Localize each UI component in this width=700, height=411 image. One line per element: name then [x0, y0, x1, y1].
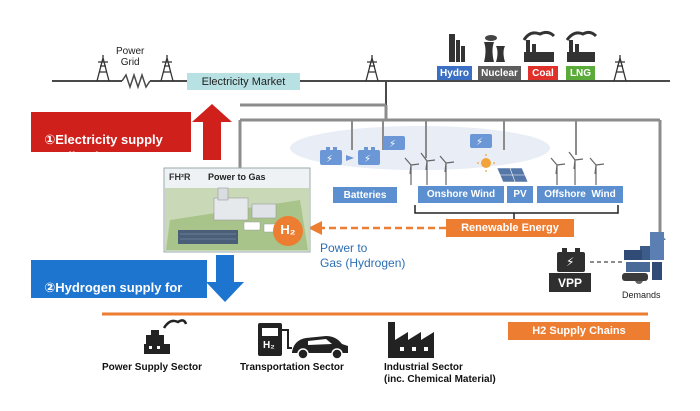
vpp-battery-icon: ⚡ — [557, 248, 585, 272]
battery-icon: ⚡ ⚡ — [320, 147, 380, 165]
offshore-wind-box: Offshore Wind — [537, 186, 623, 203]
transportation-sector-label: Transportation Sector — [240, 362, 344, 373]
hydrogen-supply-box: ②Hydrogen supply for Hydrogen demand — [31, 260, 207, 312]
lng-badge: LNG — [566, 66, 595, 80]
batteries-box: Batteries — [333, 187, 397, 203]
red-up-arrow — [192, 104, 232, 160]
industrial-sector-label: Industrial Sector (inc. Chemical Materia… — [384, 362, 496, 385]
solar-panel-icon — [496, 167, 529, 183]
tower-icon — [365, 55, 379, 82]
electricity-market-label: Electricity Market — [201, 75, 286, 88]
pv-box: PV — [507, 186, 533, 203]
tower-icon — [613, 55, 627, 82]
power-grid-label: Power Grid — [116, 46, 145, 68]
vpp-label: VPP — [557, 275, 582, 290]
power-grid-line — [52, 72, 670, 90]
power-to-gas-plant-image — [163, 167, 311, 253]
offshore-wind-label: Offshore Wind — [544, 189, 616, 200]
h2-badge — [273, 216, 303, 246]
sun-icon — [477, 154, 495, 172]
tower-icon — [96, 55, 110, 82]
tower-icon — [160, 55, 174, 82]
svg-text:⚡: ⚡ — [364, 154, 371, 165]
blue-down-arrow — [206, 255, 244, 302]
coal-plant-icon — [522, 30, 556, 62]
renewable-energy-label: Renewable Energy — [461, 222, 559, 234]
power-supply-sector-label: Power Supply Sector — [102, 362, 203, 373]
lng-plant-icon — [565, 30, 598, 62]
demands-icon — [622, 232, 666, 284]
power-to-gas-title: Power to Gas — [208, 172, 266, 182]
hydrogen-pump-icon — [258, 323, 292, 356]
wind-turbine-icon — [550, 151, 605, 185]
fuel-cell-car-icon — [292, 336, 348, 360]
car-h2-label: H₂ — [263, 340, 275, 351]
pv-label: PV — [513, 189, 527, 200]
onshore-wind-box: Onshore Wind — [418, 186, 504, 203]
coal-badge: Coal — [528, 66, 558, 80]
electricity-supply-box: ①Electricity supply as Adjusting Power — [31, 112, 191, 164]
nuclear-plant-icon — [484, 35, 505, 62]
electricity-market-box: Electricity Market — [187, 73, 300, 90]
electricity-supply-label: ①Electricity supply as Adjusting Power — [37, 132, 163, 164]
coal-label: Coal — [532, 67, 554, 79]
svg-text:⚡: ⚡ — [326, 154, 333, 165]
demands-label: Demands — [622, 290, 661, 300]
onshore-wind-label: Onshore Wind — [426, 189, 496, 200]
vpp-box: VPP — [549, 273, 591, 292]
nuclear-label: Nuclear — [481, 67, 518, 79]
h2-supply-chains-box: H2 Supply Chains — [508, 322, 650, 340]
hydro-plant-icon — [449, 34, 465, 62]
hydrogen-supply-label: ②Hydrogen supply for Hydrogen demand — [37, 280, 183, 312]
renewable-energy-box: Renewable Energy — [446, 219, 574, 237]
hydro-badge: Hydro — [437, 66, 472, 80]
power-supply-factory-icon — [144, 319, 188, 354]
renewable-to-h2-arrow — [308, 221, 446, 235]
svg-text:⚡: ⚡ — [566, 255, 574, 269]
h2-supply-chains-label: H2 Supply Chains — [532, 325, 626, 337]
wind-turbine-icon — [404, 152, 455, 185]
fh2r-logo: FH²R — [169, 172, 191, 182]
svg-text:⚡: ⚡ — [476, 137, 483, 148]
power-to-gas-hydrogen-label: Power to Gas (Hydrogen) — [320, 241, 406, 270]
batteries-label: Batteries — [343, 189, 387, 201]
hydro-label: Hydro — [440, 67, 469, 79]
battery-icon: ⚡ — [470, 134, 492, 148]
renewables-bracket — [414, 205, 619, 220]
svg-text:⚡: ⚡ — [389, 139, 396, 150]
industrial-factory-icon — [388, 322, 434, 358]
nuclear-badge: Nuclear — [478, 66, 521, 80]
battery-icon: ⚡ — [383, 136, 405, 150]
h2-badge-label: H₂ — [280, 222, 296, 237]
lng-label: LNG — [569, 67, 592, 79]
